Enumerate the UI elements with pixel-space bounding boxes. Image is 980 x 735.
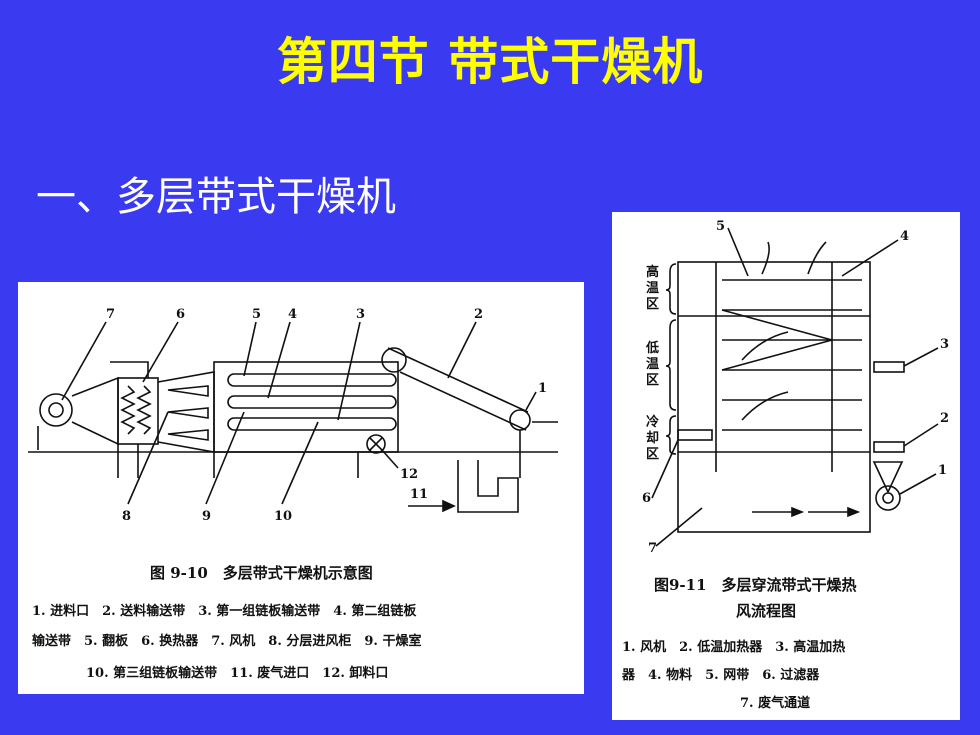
label-3: 3	[356, 307, 365, 322]
figure-multilayer-belt-dryer: 7 6 5 4 3 2 1 12 8 9 10 11 图 9-10 多层带式干燥…	[18, 282, 584, 694]
zone-low-2: 温	[646, 357, 659, 372]
filter-block	[677, 429, 713, 441]
dryer-schematic: 7 6 5 4 3 2 1 12 8 9 10 11	[28, 307, 558, 524]
label-4: 4	[288, 307, 297, 322]
figure-left-caption: 图 9-10 多层带式干燥机示意图	[150, 564, 373, 582]
zone-high-2: 温	[646, 281, 659, 296]
airflow-schematic: 5 4 3 2 1 6 7 高 温 区 低 温 区 冷 却 区	[642, 219, 949, 556]
zone-cool-1: 冷	[646, 414, 659, 430]
zone-cool-2: 却	[646, 430, 659, 446]
figure-left-legend-line-1: 1. 进料口 2. 送料输送带 3. 第一组链板输送带 4. 第二组链板	[32, 604, 417, 619]
label-1: 1	[938, 463, 947, 478]
figure-right-legend-line-3: 7. 废气通道	[740, 696, 811, 711]
label-8: 8	[122, 509, 131, 524]
zone-high-1: 高	[646, 264, 659, 280]
figure-left-legend-line-3: 10. 第三组链板输送带 11. 废气进口 12. 卸料口	[86, 666, 389, 681]
label-11: 11	[410, 487, 428, 502]
label-5: 5	[716, 219, 725, 234]
figure-left-legend-line-2: 输送带 5. 翻板 6. 换热器 7. 风机 8. 分层进风柜 9. 干燥室	[32, 634, 422, 649]
label-3: 3	[940, 337, 949, 352]
label-6: 6	[176, 307, 185, 322]
label-7: 7	[106, 307, 115, 322]
figure-right-legend-line-2: 器 4. 物料 5. 网带 6. 过滤器	[622, 668, 820, 683]
label-9: 9	[202, 509, 211, 524]
figure-right-legend-line-1: 1. 风机 2. 低温加热器 3. 高温加热	[622, 640, 846, 655]
label-6: 6	[642, 491, 651, 506]
label-10: 10	[274, 509, 292, 524]
zone-cool-3: 区	[646, 447, 659, 462]
label-2: 2	[940, 411, 949, 426]
slide-subtitle: 一、多层带式干燥机	[36, 174, 396, 220]
label-12: 12	[400, 467, 418, 482]
label-7: 7	[648, 541, 657, 556]
zone-high-3: 区	[646, 297, 659, 312]
label-2: 2	[474, 307, 483, 322]
fan-circle	[39, 393, 73, 427]
label-4: 4	[900, 229, 909, 244]
figure-through-flow-belt-dryer: 5 4 3 2 1 6 7 高 温 区 低 温 区 冷 却 区 图9-11 多层…	[612, 212, 960, 720]
zone-low-1: 低	[645, 340, 659, 356]
label-1: 1	[538, 381, 547, 396]
zone-low-3: 区	[646, 373, 659, 388]
figure-right-caption-line-2: 风流程图	[736, 602, 797, 620]
slide-title: 第四节 带式干燥机	[276, 33, 704, 91]
label-5: 5	[252, 307, 261, 322]
figure-right-caption-line-1: 图9-11 多层穿流带式干燥热	[654, 576, 857, 594]
